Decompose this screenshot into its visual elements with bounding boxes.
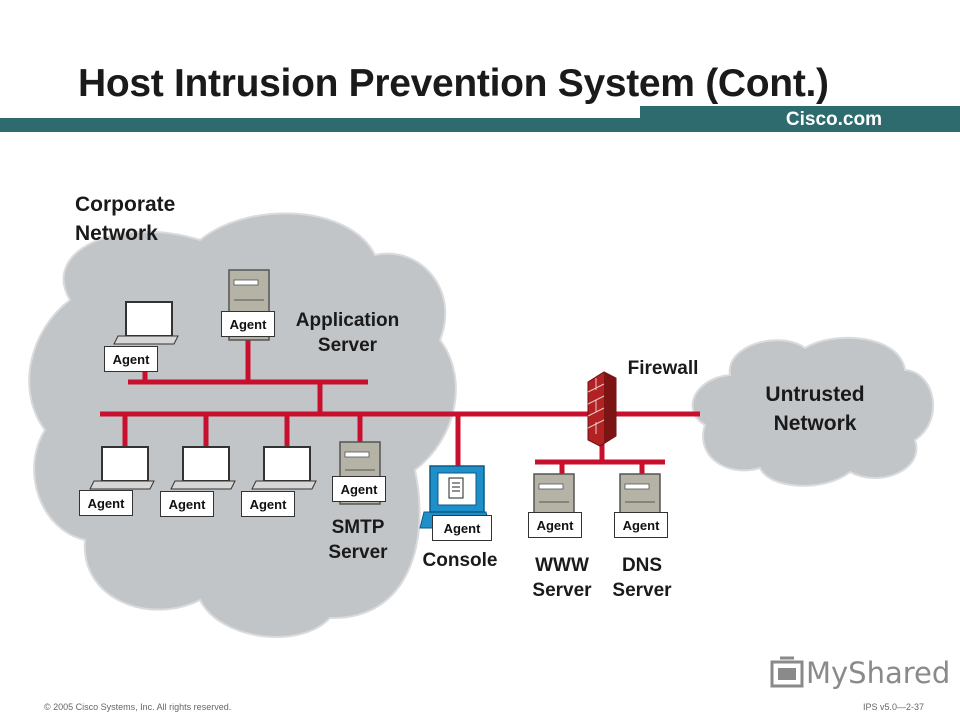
laptop-icon: [89, 446, 155, 490]
header-band-left: [0, 118, 660, 132]
agent-badge: Agent: [79, 490, 133, 516]
smtp-server-label: SMTP Server: [328, 517, 388, 563]
agent-badge: Agent: [332, 476, 386, 502]
www-server-label: WWW Server: [532, 555, 592, 601]
agent-badge: Agent: [241, 491, 295, 517]
firewall-label: Firewall: [627, 358, 699, 379]
application-server-label: Application Server: [295, 310, 400, 356]
slide-title: Host Intrusion Prevention System (Cont.): [78, 62, 829, 105]
laptop-icon: [251, 446, 317, 490]
console-label: Console: [422, 550, 498, 571]
laptop-icon: [113, 301, 179, 345]
dns-server-label: DNS Server: [612, 555, 672, 601]
agent-badge: Agent: [160, 491, 214, 517]
footer-slide-ref: IPS v5.0—2-37: [862, 702, 924, 712]
corporate-network-label: Corporate Network: [75, 193, 176, 245]
agent-badge: Agent: [614, 512, 668, 538]
laptop-icon: [170, 446, 236, 490]
untrusted-network-label: Untrusted Network: [765, 383, 865, 435]
agent-badge: Agent: [528, 512, 582, 538]
agent-badge: Agent: [432, 515, 492, 541]
cisco-brand: Cisco.com: [785, 109, 882, 130]
untrusted-network-cloud: [691, 336, 934, 487]
agent-badge: Agent: [104, 346, 158, 372]
footer-copyright: © 2005 Cisco Systems, Inc. All rights re…: [44, 702, 232, 712]
agent-badge: Agent: [221, 311, 275, 337]
myshared-logo-icon: [770, 656, 804, 688]
header-band-right: [640, 106, 960, 132]
firewall-icon: [587, 371, 617, 447]
myshared-watermark: MyShared: [806, 656, 951, 690]
